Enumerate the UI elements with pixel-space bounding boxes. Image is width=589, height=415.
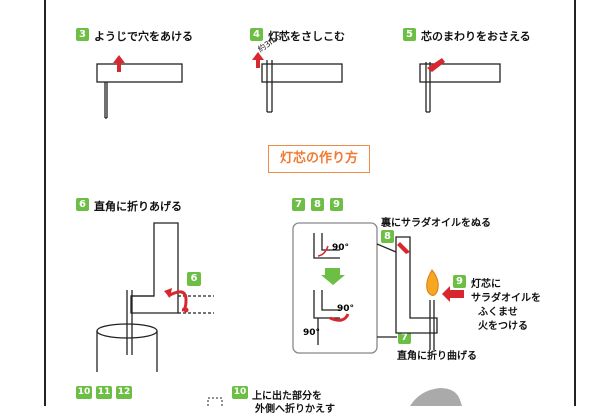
step-9-badge: 9 <box>453 275 466 288</box>
step-9-line3: ふくませ <box>478 307 518 318</box>
step4-board <box>261 63 343 83</box>
step789-panel <box>292 222 378 354</box>
step-12-header-badge: 12 <box>116 386 132 399</box>
step3-up-arrow <box>113 55 125 72</box>
step-4-text: 灯芯をさしこむ <box>268 30 345 43</box>
step-10-line1: 上に出た部分を <box>252 391 322 402</box>
step-8-text: 裏にサラダオイルをぬる <box>381 218 491 229</box>
step8-pointer-arrow <box>397 242 410 254</box>
step-6-badge: 6 <box>76 198 89 211</box>
step-10-header-badge: 10 <box>76 386 92 399</box>
step-4-badge: 4 <box>250 28 263 41</box>
step789-board <box>395 236 438 334</box>
step-7-badge: 7 <box>398 331 411 344</box>
grey-illustration-shape <box>410 388 462 406</box>
step-7-text: 直角に折り曲げる <box>397 351 477 362</box>
step3-board <box>96 63 183 83</box>
step789-down-arrow <box>321 268 345 285</box>
step4-up-arrow <box>252 52 264 68</box>
step-3-text: ようじで穴をあける <box>94 30 193 43</box>
step-8-header-badge: 8 <box>311 198 324 211</box>
step-9-line2: サラダオイルを <box>471 293 541 304</box>
step-10-badge: 10 <box>232 386 248 399</box>
angle-label-2: 90° <box>337 304 354 314</box>
step-9-line1: 灯芯に <box>471 279 501 290</box>
angle-label-3: 90° <box>303 328 320 338</box>
illustrations: 90° 90° 90° <box>96 52 501 406</box>
step-5-text: 芯のまわりをおさえる <box>421 30 531 43</box>
angle-label-1: 90° <box>332 243 349 253</box>
step-9-header-badge: 9 <box>330 198 343 211</box>
step-5-badge: 5 <box>403 28 416 41</box>
step-6-callout-badge: 6 <box>187 272 201 286</box>
step5-press-arrow <box>427 58 445 72</box>
step-7-header-badge: 7 <box>292 198 305 211</box>
step-6-text: 直角に折りあげる <box>94 200 182 213</box>
frame-right-line <box>574 0 576 406</box>
section-title: 灯芯の作り方 <box>268 145 370 173</box>
step9-flame <box>426 269 439 296</box>
step-3-badge: 3 <box>76 28 89 41</box>
frame-left-line <box>44 0 46 406</box>
step-9-line4: 火をつける <box>478 321 528 332</box>
step9-pointer-arrow <box>442 286 464 302</box>
step5-board <box>419 63 501 83</box>
step-8-badge: 8 <box>381 230 394 243</box>
step-11-header-badge: 11 <box>96 386 112 399</box>
step6-bent-board <box>130 222 179 314</box>
step789-curve-arrow <box>329 313 350 322</box>
